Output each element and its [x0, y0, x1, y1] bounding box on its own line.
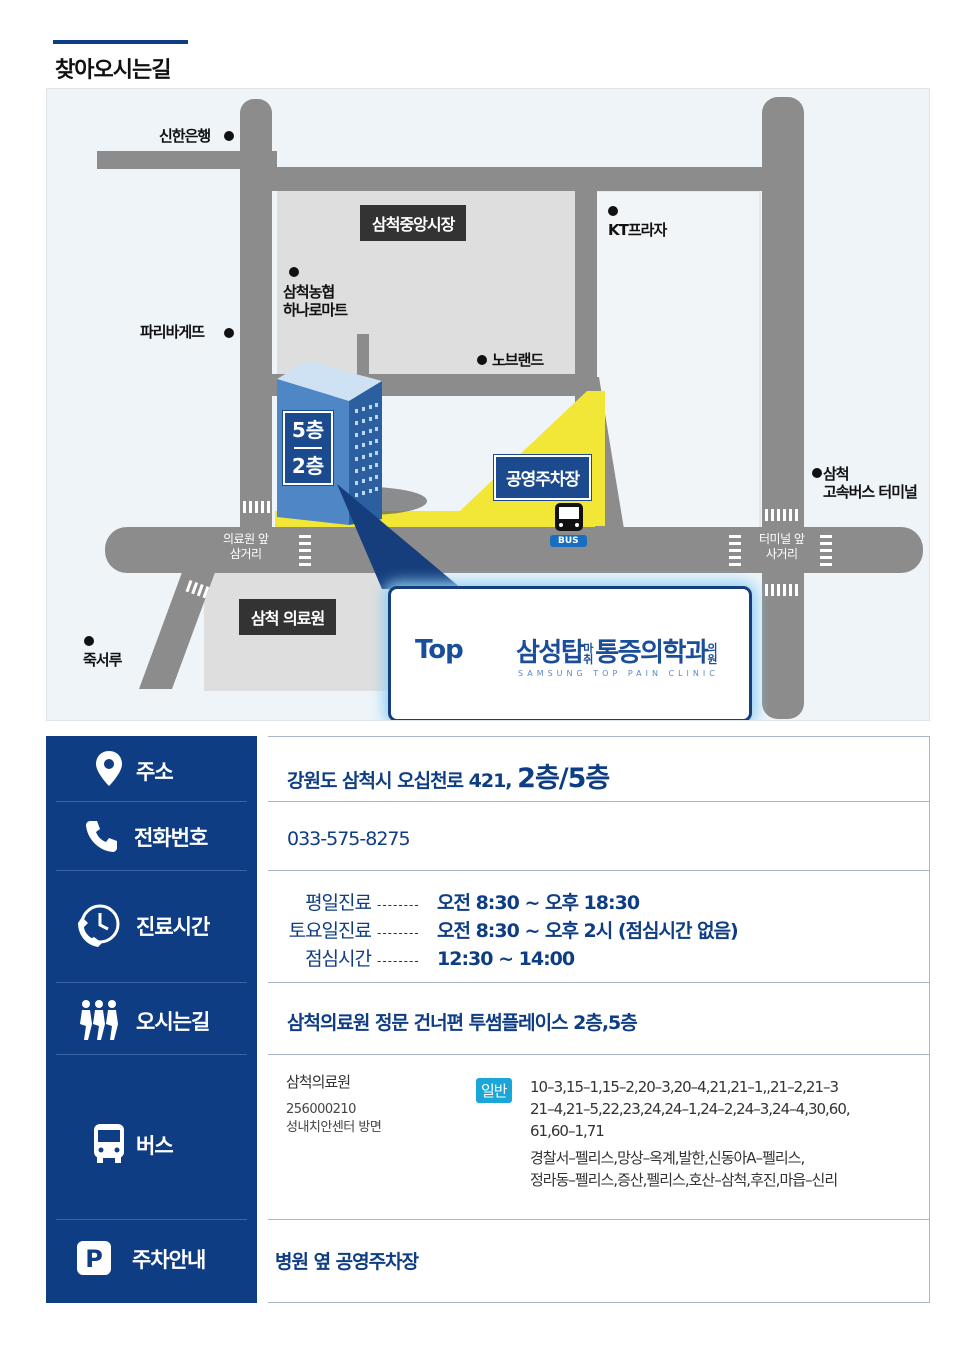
- hours-key: 토요일진료: [288, 920, 372, 942]
- info-table: 주소 강원도 삼척시 오십천로 421, 2층/5층 전화번호 033-575-…: [46, 736, 930, 1303]
- hours-row-weekday: 평일진료 -------- 오전 8:30 ~ 오후 18:30: [281, 888, 640, 915]
- walking-people-icon: [80, 1000, 118, 1040]
- market-label: 삼척중앙시장: [360, 205, 467, 241]
- crosswalks: [185, 501, 832, 599]
- label-nonghyup: 삼척농협 하나로마트: [283, 283, 348, 319]
- hours-dots: --------: [377, 926, 420, 940]
- row-separator: [56, 1054, 247, 1055]
- road-main: [105, 527, 923, 573]
- page-title: 찾아오시는길: [55, 58, 171, 83]
- map-dots: [84, 131, 822, 646]
- hours-value: 12:30 ~ 14:00: [437, 948, 575, 970]
- row-separator: [56, 1219, 247, 1220]
- hours-dots: --------: [377, 954, 420, 968]
- bus-routes-line: 61,60–1,71: [530, 1122, 605, 1140]
- hours-key: 평일진료: [305, 892, 372, 914]
- row-separator: [268, 1219, 930, 1220]
- bus-icon: [94, 1124, 124, 1163]
- hours-dots: --------: [377, 898, 420, 912]
- medical-center-label: 삼척 의료원: [239, 599, 337, 635]
- directions-value: 삼척의료원 정문 건너편 투썸플레이스 2층,5층: [287, 1012, 638, 1034]
- hours-value: 오전 8:30 ~ 오후 18:30: [437, 892, 640, 914]
- road-vertical-left: [240, 99, 272, 561]
- bus-routes-line: 정라동–펠리스,증산,펠리스,호산–삼척,후진,마읍–신리: [530, 1171, 838, 1189]
- row-separator: [268, 801, 930, 802]
- bus-stop-direction: 성내치안센터 방면: [286, 1120, 382, 1135]
- clinic-name-rest: 통증의학과: [595, 638, 709, 668]
- clinic-name-suffix: 의원: [707, 641, 717, 666]
- road-lower-left: [139, 567, 217, 689]
- phone-label: 전화번호: [134, 826, 208, 850]
- phone-value[interactable]: 033-575-8275: [287, 828, 411, 850]
- address-text: 강원도 삼척시 오십천로 421,: [287, 770, 513, 792]
- hours-row-saturday: 토요일진료 -------- 오전 8:30 ~ 오후 2시 (점심시간 없음): [281, 916, 739, 943]
- row-separator: [268, 1054, 930, 1055]
- label-shinhan: 신한은행: [159, 127, 211, 145]
- label-terminal-intersection: 터미널 앞 사거리: [759, 532, 805, 561]
- floor-divider: [294, 447, 322, 449]
- clinic-subtitle: SAMSUNG TOP PAIN CLINIC: [518, 669, 719, 678]
- label-kt: KT프라자: [608, 221, 667, 239]
- hours-value: 오전 8:30 ~ 오후 2시 (점심시간 없음): [437, 920, 739, 942]
- map: 신한은행 파리바게뜨 삼척농협 하나로마트 노브랜드 KT프라자 삼척 고속버스…: [46, 88, 930, 721]
- callout-pointer: [337, 484, 462, 589]
- map-graphics: [84, 97, 923, 719]
- parking-icon: P: [77, 1241, 111, 1275]
- clock-phone-icon: [78, 904, 120, 947]
- bus-stop-id: 256000210: [286, 1102, 356, 1117]
- floor-top: 5층: [291, 418, 325, 442]
- address-floors: 2층/5층: [517, 763, 610, 794]
- address-label: 주소: [136, 760, 174, 784]
- bus-icon: [555, 503, 583, 531]
- bus-routes-line: 21–4,21–5,22,23,24,24–1,24–2,24–3,24–4,3…: [530, 1100, 851, 1118]
- info-value-column: [268, 736, 930, 1303]
- clinic-name-main: 삼성탑: [516, 638, 585, 668]
- road-stub: [357, 334, 369, 379]
- clinic-name-small: 마취: [583, 641, 593, 666]
- label-paris: 파리바게뜨: [140, 323, 205, 341]
- svg-text:P: P: [85, 1245, 103, 1273]
- hours-label: 진료시간: [136, 915, 210, 939]
- row-separator: [56, 870, 247, 871]
- parking-label: 주차안내: [132, 1248, 206, 1272]
- label-terminal: 삼척 고속버스 터미널: [823, 465, 918, 501]
- bus-type-badge: 일반: [476, 1078, 512, 1103]
- bus-routes-line: 10–3,15–1,15–2,20–3,20–4,21,21–1,,21–2,2…: [530, 1078, 839, 1096]
- floor-bottom: 2층: [291, 454, 325, 478]
- road-top: [257, 167, 779, 191]
- road-top-left: [97, 151, 277, 169]
- hours-row-lunch: 점심시간 -------- 12:30 ~ 14:00: [281, 944, 575, 971]
- row-separator: [56, 801, 247, 802]
- bus-routes-line: 경찰서–펠리스,망상–옥계,발한,신동아A–펠리스,: [530, 1149, 805, 1167]
- row-separator: [268, 870, 930, 871]
- parking-value: 병원 옆 공영주차장: [275, 1251, 419, 1273]
- parking-label: 공영주차장: [494, 455, 592, 500]
- logo-text: Top: [415, 635, 464, 665]
- row-separator: [268, 982, 930, 983]
- kt-block: [595, 190, 761, 532]
- floor-badge: 5층 2층: [283, 411, 333, 485]
- label-noblend: 노브랜드: [492, 351, 544, 369]
- label-hospital-intersection: 의료원 앞 삼거리: [223, 532, 269, 561]
- address-value: 강원도 삼척시 오십천로 421, 2층/5층: [287, 756, 610, 795]
- phone-icon: [86, 821, 117, 852]
- label-jukseoru: 죽서루: [83, 651, 122, 669]
- road-vertical-right: [762, 97, 804, 719]
- title-bar: [53, 40, 188, 44]
- hours-key: 점심시간: [305, 948, 372, 970]
- bus-tag: BUS: [550, 535, 587, 547]
- location-pin-icon: [96, 751, 122, 786]
- bus-label: 버스: [136, 1134, 174, 1158]
- directions-label: 오시는길: [136, 1010, 210, 1034]
- bus-stop-name: 삼척의료원: [286, 1073, 351, 1091]
- row-separator: [56, 982, 247, 983]
